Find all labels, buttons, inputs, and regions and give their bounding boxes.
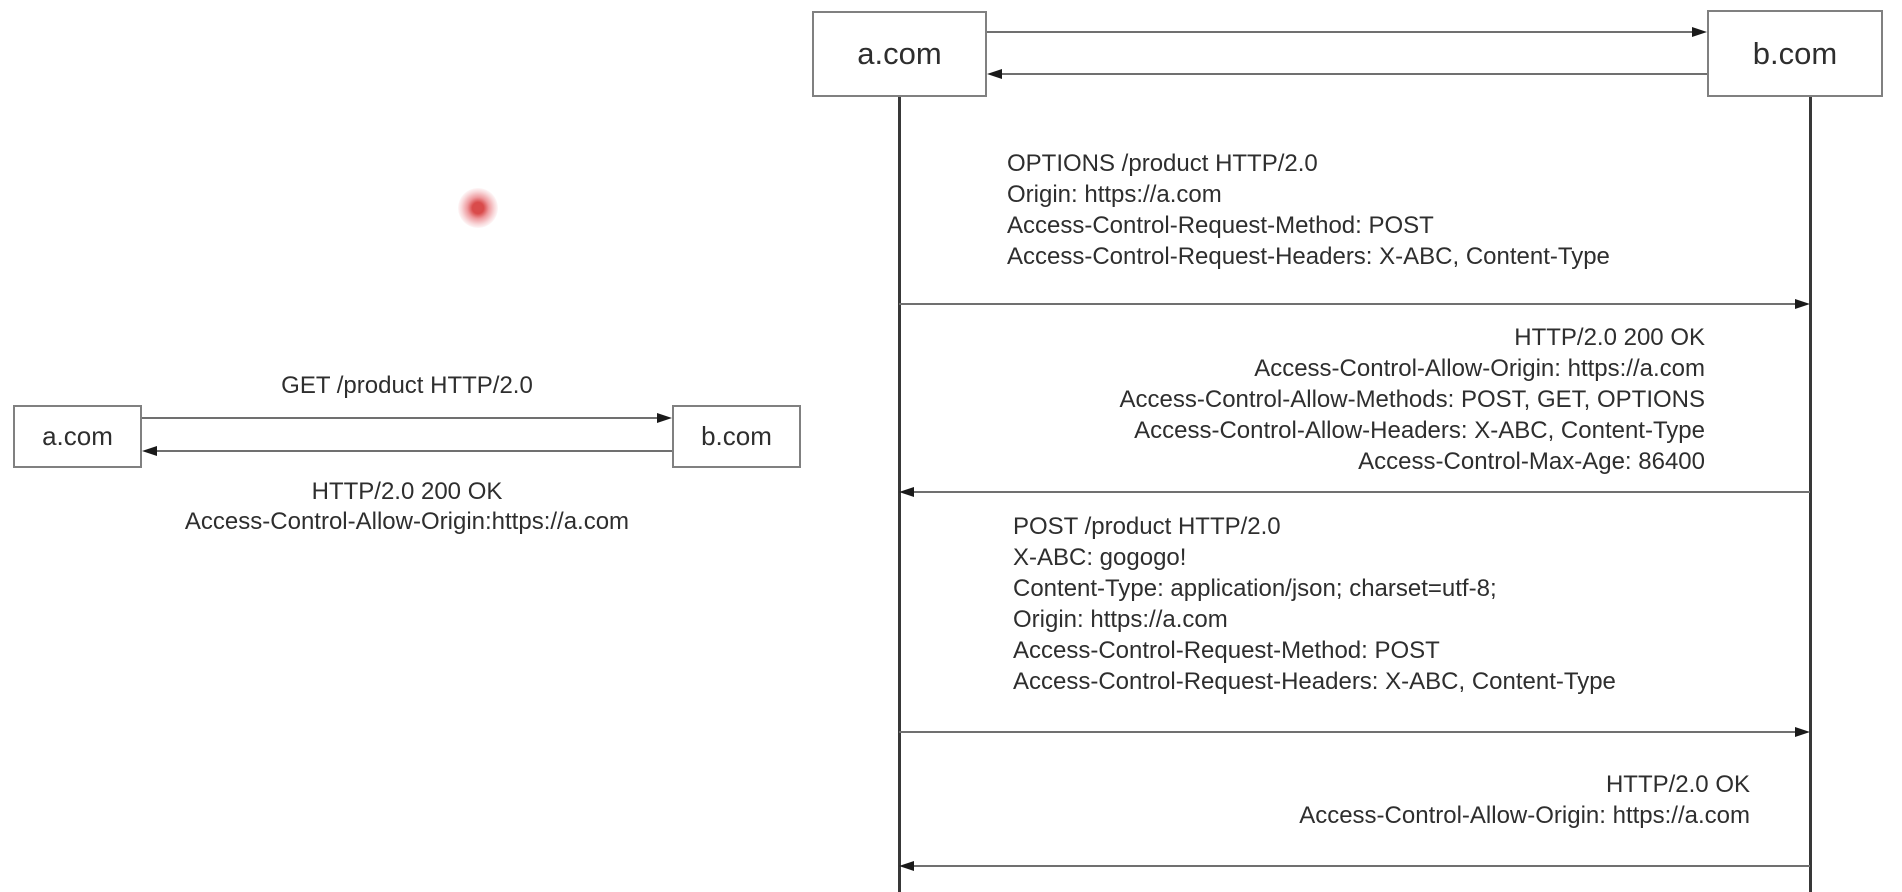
header-line: HTTP/2.0 200 OK [1514,324,1705,351]
header-line: Access-Control-Request-Method: POST [1007,212,1434,239]
server-lifeline [1809,97,1812,892]
preflight-response-arrow [899,487,1810,497]
sequence-server-box: b.com [1707,10,1883,97]
arrow-line [899,303,1801,305]
header-line: Content-Type: application/json; charset=… [1013,575,1497,602]
header-line: Access-Control-Request-Headers: X-ABC, C… [1013,668,1616,695]
get-response-arrow [142,446,672,456]
header-line: OPTIONS /product HTTP/2.0 [1007,150,1318,177]
arrowhead-right-icon [1795,299,1810,309]
simple-client-label: a.com [42,421,113,451]
response-line: Access-Control-Allow-Origin:https://a.co… [184,508,630,535]
main-request-arrow [899,727,1810,737]
top-response-arrow [987,69,1707,79]
arrowhead-right-icon [1692,27,1707,37]
header-line: Access-Control-Request-Headers: X-ABC, C… [1007,243,1610,270]
arrowhead-left-icon [987,69,1002,79]
main-response-arrow [899,861,1810,871]
arrow-line [987,31,1698,33]
top-request-arrow [987,27,1707,37]
header-line: Access-Control-Allow-Origin: https://a.c… [1254,355,1705,382]
simple-server-box: b.com [672,405,801,468]
sequence-client-box: a.com [812,11,987,97]
simple-response-label: HTTP/2.0 200 OK Access-Control-Allow-Ori… [107,477,707,537]
header-line: Origin: https://a.com [1007,181,1222,208]
header-line: Access-Control-Max-Age: 86400 [1358,448,1705,475]
simple-request-label: GET /product HTTP/2.0 [281,372,533,399]
header-line: X-ABC: gogogo! [1013,544,1187,571]
preflight-response-text: HTTP/2.0 200 OK Access-Control-Allow-Ori… [897,322,1705,477]
header-line: HTTP/2.0 OK [1605,771,1750,798]
preflight-request-text: OPTIONS /product HTTP/2.0 Origin: https:… [1007,148,1610,272]
header-line: POST /product HTTP/2.0 [1013,513,1281,540]
sequence-server-label: b.com [1752,35,1838,71]
preflight-request-arrow [899,299,1810,309]
response-line: HTTP/2.0 200 OK [311,478,503,505]
header-line: Access-Control-Allow-Origin: https://a.c… [1299,802,1750,829]
simple-client-box: a.com [13,405,142,468]
arrowhead-right-icon [1795,727,1810,737]
arrowhead-left-icon [142,446,157,456]
arrow-line [908,865,1810,867]
sequence-client-label: a.com [857,36,942,71]
arrowhead-right-icon [657,413,672,423]
main-request-text: POST /product HTTP/2.0 X-ABC: gogogo! Co… [1013,511,1616,697]
header-line: Origin: https://a.com [1013,606,1228,633]
arrow-line [996,73,1707,75]
main-response-text: HTTP/2.0 OK Access-Control-Allow-Origin:… [897,769,1750,831]
arrowhead-left-icon [899,487,914,497]
arrow-line [142,417,663,419]
arrow-line [899,731,1801,733]
simple-server-label: b.com [701,421,772,451]
arrow-line [151,450,672,452]
header-line: Access-Control-Allow-Methods: POST, GET,… [1119,386,1705,413]
arrowhead-left-icon [899,861,914,871]
header-line: Access-Control-Request-Method: POST [1013,637,1440,664]
laser-pointer-dot [458,188,498,228]
get-request-arrow [142,413,672,423]
header-line: Access-Control-Allow-Headers: X-ABC, Con… [1134,417,1705,444]
arrow-line [908,491,1810,493]
